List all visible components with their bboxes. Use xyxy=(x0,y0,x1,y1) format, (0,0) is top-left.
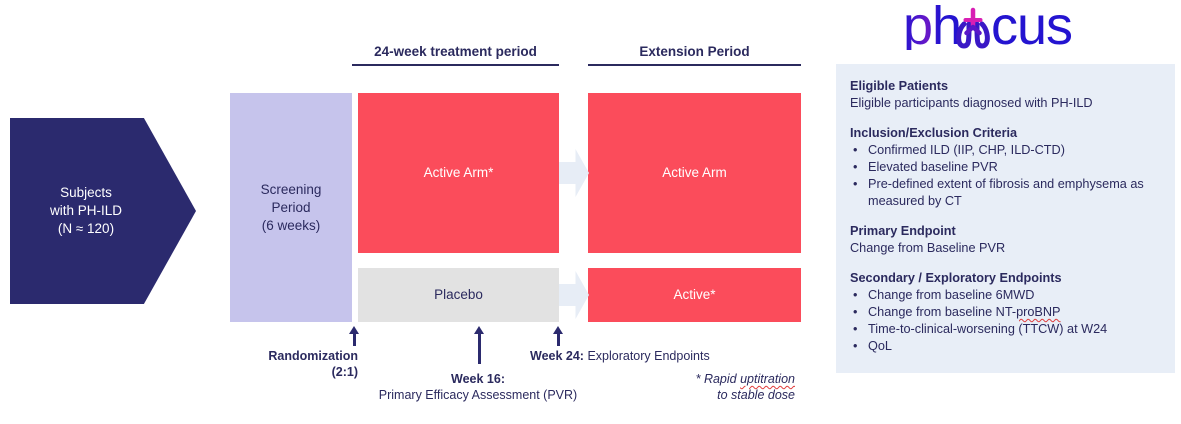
up-arrow-icon-week24 xyxy=(557,332,560,346)
footnote-text-post: to stable dose xyxy=(717,388,795,402)
subjects-pentagon-label: Subjects with PH-ILD (N ≈ 120) xyxy=(49,185,122,236)
list-item: Change from baseline 6MWD xyxy=(850,287,1159,304)
list-item: Elevated baseline PVR xyxy=(850,159,1159,176)
phocus-logo: ph cus xyxy=(903,0,1103,56)
phocus-logo-svg: ph cus xyxy=(903,0,1073,56)
block-active-arm-extension: Active Arm xyxy=(588,93,801,253)
list-item: Time-to-clinical-worsening (TTCW) at W24 xyxy=(850,321,1159,338)
right-arrow-icon-active-to-extension xyxy=(559,149,589,197)
logo-text-ph: ph xyxy=(903,2,961,50)
list-item-text: Time-to-clinical-worsening (TTCW) at W24 xyxy=(868,322,1108,336)
info-section-secondary-endpoints: Secondary / Exploratory Endpoints Change… xyxy=(850,270,1159,355)
timeline-label-week16-body: Primary Efficacy Assessment (PVR) xyxy=(378,388,578,402)
logo-text-cus: cus xyxy=(991,2,1072,50)
info-section-bullet-list: Change from baseline 6MWD Change from ba… xyxy=(850,287,1159,355)
right-arrow-icon-placebo-to-extension xyxy=(559,271,589,319)
timeline-label-week24-body: Exploratory Endpoints xyxy=(583,349,710,363)
list-item: QoL xyxy=(850,338,1159,355)
spellcheck-flagged-word: proBNP xyxy=(1016,305,1061,319)
block-screening-period: Screening Period (6 weeks) xyxy=(230,93,352,322)
info-section-title: Primary Endpoint xyxy=(850,224,956,238)
info-section-body: Eligible participants diagnosed with PH-… xyxy=(850,96,1093,110)
list-item-text: QoL xyxy=(868,339,892,353)
timeline-label-week16: Week 16: Primary Efficacy Assessment (PV… xyxy=(360,371,596,403)
list-item-text: Change from baseline 6MWD xyxy=(868,288,1035,302)
timeline-label-week16-title: Week 16: xyxy=(451,372,505,386)
timeline-footnote-uptitration: * Rapid uptitration to stable dose xyxy=(620,371,795,403)
lungs-icon xyxy=(956,7,990,49)
up-arrow-icon-week16 xyxy=(478,332,481,364)
timeline-label-randomization: Randomization (2:1) xyxy=(268,349,358,379)
up-arrow-icon-randomization xyxy=(353,332,356,346)
info-section-inclusion-exclusion: Inclusion/Exclusion Criteria Confirmed I… xyxy=(850,125,1159,210)
block-active-extension: Active* xyxy=(588,268,801,322)
timeline-label-week24-title: Week 24: xyxy=(530,349,584,363)
info-section-title: Inclusion/Exclusion Criteria xyxy=(850,126,1018,140)
info-section-title: Secondary / Exploratory Endpoints xyxy=(850,271,1062,285)
info-section-eligible-patients: Eligible Patients Eligible participants … xyxy=(850,78,1159,112)
period-header-extension: Extension Period xyxy=(588,44,801,66)
info-section-title: Eligible Patients xyxy=(850,79,948,93)
subjects-pentagon: Subjects with PH-ILD (N ≈ 120) xyxy=(10,118,196,304)
footnote-text-pre: * Rapid xyxy=(695,372,741,386)
list-item: Pre-defined extent of fibrosis and emphy… xyxy=(850,176,1159,210)
timeline-label-week24: Week 24: Exploratory Endpoints xyxy=(530,348,710,364)
list-item: Confirmed ILD (IIP, CHP, ILD-CTD) xyxy=(850,142,1159,159)
list-item-text: Change from baseline NT-proBNP xyxy=(868,305,1061,319)
block-active-arm-treatment: Active Arm* xyxy=(358,93,559,253)
info-section-primary-endpoint: Primary Endpoint Change from Baseline PV… xyxy=(850,223,1159,257)
block-placebo: Placebo xyxy=(358,268,559,322)
info-section-body: Change from Baseline PVR xyxy=(850,241,1006,255)
list-item: Change from baseline NT-proBNP xyxy=(850,304,1159,321)
period-header-treatment: 24-week treatment period xyxy=(352,44,559,66)
info-section-bullet-list: Confirmed ILD (IIP, CHP, ILD-CTD) Elevat… xyxy=(850,142,1159,210)
info-panel: Eligible Patients Eligible participants … xyxy=(836,64,1175,373)
footnote-text-flagged: uptitration xyxy=(740,372,795,386)
